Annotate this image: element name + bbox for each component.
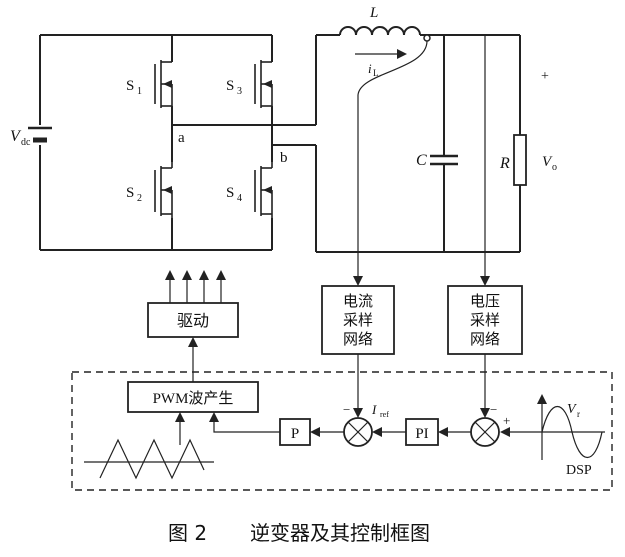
switch-s2: S 2 [126, 162, 173, 218]
pi-block: PI [372, 418, 439, 446]
figure-caption: 图 2 逆变器及其控制框图 [168, 521, 430, 545]
sine-reference: V r [500, 394, 605, 460]
svg-text:S: S [226, 185, 234, 201]
svg-text:I: I [371, 402, 377, 417]
svg-text:L: L [373, 68, 379, 78]
svg-text:采样: 采样 [343, 311, 373, 329]
svg-text:b: b [280, 150, 288, 166]
svg-text:+: + [503, 413, 510, 428]
power-stage: V dc S 1 [10, 5, 557, 286]
vdc-sub: dc [21, 137, 31, 148]
switch-s3: S 3 [226, 60, 273, 108]
svg-text:4: 4 [237, 193, 242, 204]
svg-text:3: 3 [237, 86, 242, 97]
triangle-carrier [84, 412, 214, 480]
voltage-sampling-block: 电压 采样 网络 [447, 285, 523, 355]
svg-text:r: r [577, 409, 580, 419]
svg-text:电流: 电流 [343, 292, 373, 310]
switch-s1: S 1 [126, 60, 173, 108]
dc-source: V dc [10, 35, 52, 250]
p-block: P [209, 412, 311, 446]
svg-text:ref: ref [380, 410, 389, 419]
drive-block: 驱动 [147, 270, 239, 338]
svg-text:L: L [369, 5, 378, 21]
svg-text:网络: 网络 [470, 330, 500, 348]
node-a: a [172, 35, 317, 146]
pwm-block: PWM波产生 [127, 337, 259, 413]
dsp-region [71, 371, 613, 491]
svg-text:S: S [126, 78, 134, 94]
svg-text:S: S [126, 185, 134, 201]
svg-text:2: 2 [137, 193, 142, 204]
dsp-label: DSP [566, 463, 592, 478]
figure-number: 图 2 [168, 521, 207, 545]
svg-text:a: a [178, 130, 185, 146]
svg-text:采样: 采样 [470, 311, 500, 329]
svg-text:PWM波产生: PWM波产生 [153, 390, 234, 407]
plus-out: + [541, 69, 549, 84]
svg-text:o: o [552, 162, 557, 173]
inductor-l: L i L [316, 5, 520, 78]
resistor-r: R + V o [499, 35, 557, 252]
svg-text:C: C [416, 152, 427, 169]
svg-text:网络: 网络 [343, 330, 373, 348]
vdc-label: V [10, 128, 22, 145]
current-sampling-block: 电流 采样 网络 [321, 285, 395, 355]
svg-text:V: V [567, 402, 577, 417]
capacitor-c: C [416, 35, 458, 252]
svg-text:V: V [542, 154, 553, 170]
figure-title: 逆变器及其控制框图 [250, 521, 430, 545]
svg-text:驱动: 驱动 [177, 311, 209, 330]
svg-text:电压: 电压 [470, 292, 500, 310]
svg-text:S: S [226, 78, 234, 94]
svg-text:PI: PI [415, 426, 428, 442]
svg-text:1: 1 [137, 86, 142, 97]
svg-text:i: i [368, 61, 372, 76]
switch-s4: S 4 [226, 162, 273, 218]
svg-text:−: − [490, 402, 497, 417]
svg-text:−: − [343, 402, 350, 417]
voltage-summing-junction: − + [438, 354, 510, 447]
svg-text:P: P [291, 426, 299, 442]
node-b: b [272, 144, 317, 252]
svg-text:R: R [499, 155, 510, 172]
